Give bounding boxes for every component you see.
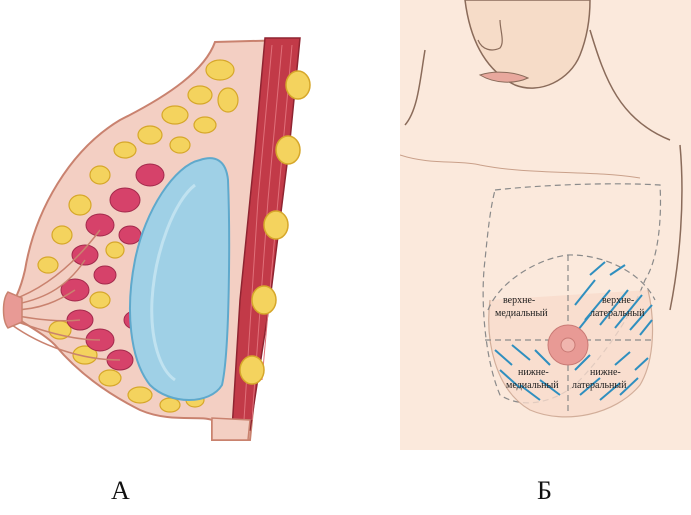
cross-section-svg	[0, 0, 330, 450]
breast-quadrants-illustration: верхне- медиальный верхне- латеральный н…	[400, 0, 691, 450]
panel-a-caption: А	[111, 478, 130, 504]
breast-cross-section-illustration	[0, 0, 330, 450]
label-upper-lateral-line2: латеральный	[590, 308, 645, 319]
nipple-front	[561, 338, 575, 352]
label-lower-lateral-line1: нижне-	[590, 367, 621, 378]
chest-wall	[212, 418, 250, 440]
label-upper-medial-line1: верхне-	[503, 295, 535, 306]
label-lower-medial-line1: нижне-	[518, 367, 549, 378]
label-lower-medial-line2: медиальный	[506, 380, 559, 391]
label-upper-lateral-line1: верхне-	[602, 295, 634, 306]
quadrants-svg: верхне- медиальный верхне- латеральный н…	[400, 0, 691, 450]
label-upper-medial-line2: медиальный	[495, 308, 548, 319]
panel-b-caption: Б	[537, 478, 552, 504]
nipple	[4, 292, 23, 328]
label-lower-lateral-line2: латеральный	[572, 380, 627, 391]
